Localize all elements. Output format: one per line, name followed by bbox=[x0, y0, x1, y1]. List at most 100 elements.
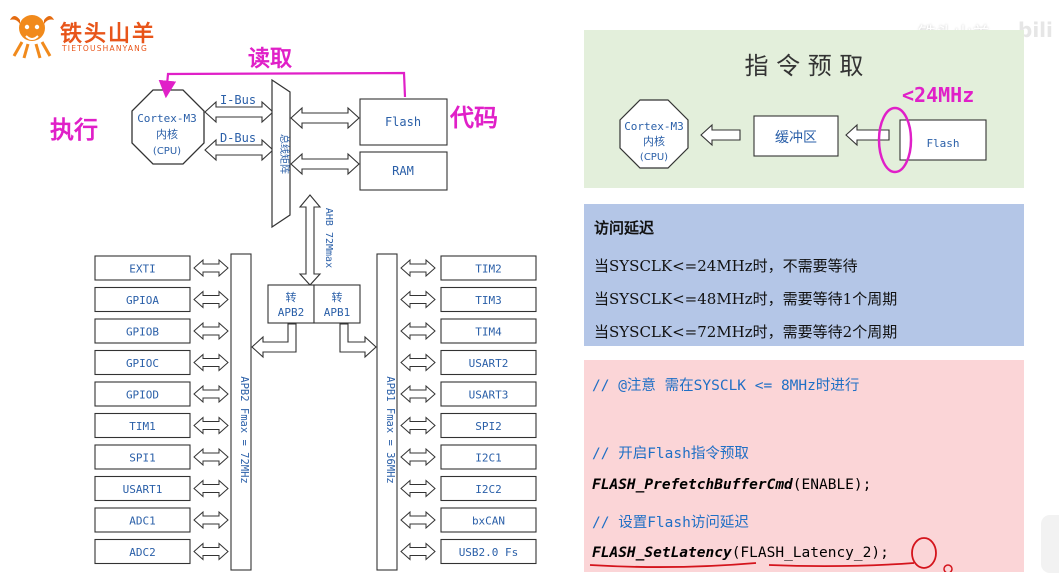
apb2-peripheral-list: EXTIGPIOAGPIOBGPIOCGPIODTIM1SPI1USART1AD… bbox=[94, 255, 229, 565]
apb1-peripheral-label: USB2.0 Fs bbox=[459, 546, 519, 559]
apb2-peripheral-bus-arrow bbox=[193, 510, 229, 530]
apb1-peripheral-bus-arrow bbox=[400, 479, 436, 498]
apb1-peripheral-bus-arrow bbox=[400, 447, 436, 467]
apb2-peripheral-bus-arrow bbox=[193, 447, 229, 467]
buffer-label: 缓冲区 bbox=[775, 130, 817, 146]
apb1-peripheral-bus-arrow bbox=[400, 290, 436, 309]
apb2-peripheral-label: GPIOD bbox=[126, 389, 159, 402]
code-args-1: (ENABLE); bbox=[792, 477, 872, 493]
apb1-peripheral-list: TIM2TIM3TIM4USART2USART3SPI2I2C1I2C2bxCA… bbox=[400, 255, 537, 565]
apb1-peripheral-bus-arrow bbox=[400, 321, 436, 341]
bridge-apb1-block bbox=[313, 284, 361, 324]
code-function-2: FLASH_SetLatency bbox=[592, 545, 732, 561]
apb1-peripheral-bus-arrow bbox=[400, 510, 436, 530]
logo: 铁头山羊 TIETOUSHANYANG bbox=[8, 10, 168, 60]
latency-line-2: 当SYSCLK<=48MHz时，需要等待1个周期 bbox=[594, 290, 898, 308]
latency-line-3: 当SYSCLK<=72MHz时，需要等待2个周期 bbox=[594, 323, 898, 341]
apb1-bus bbox=[376, 253, 398, 571]
latency-value-circle-annotation bbox=[911, 537, 937, 569]
apb1-peripheral-label: TIM3 bbox=[475, 294, 502, 307]
prefetch-annotation: <24MHz bbox=[902, 83, 974, 107]
read-annotation-arrow bbox=[158, 71, 407, 99]
apb2-peripheral-label: ADC2 bbox=[129, 546, 156, 559]
matrix-flash-arrow bbox=[290, 106, 360, 130]
apb1-peripheral-bus-arrow bbox=[400, 542, 436, 561]
apb2-peripheral-label: USART1 bbox=[123, 483, 163, 496]
cpu-label-2: 内核 bbox=[156, 127, 178, 141]
apb1-peripheral-label: TIM4 bbox=[475, 326, 502, 339]
apb2-peripheral-block bbox=[94, 444, 191, 470]
prefetch-cpu-label-1: Cortex-M3 bbox=[624, 120, 684, 133]
apb2-bus bbox=[230, 253, 252, 571]
apb2-peripheral-block bbox=[94, 475, 191, 502]
apb2-peripheral-label: GPIOC bbox=[126, 357, 159, 370]
apb2-peripheral-block bbox=[94, 318, 191, 344]
underline-function-annotation bbox=[589, 562, 757, 568]
apb1-peripheral-block bbox=[440, 255, 537, 281]
logo-text: 铁头山羊 bbox=[60, 22, 157, 47]
flash-to-buffer-arrow bbox=[845, 123, 890, 147]
apb1-peripheral-label: USART2 bbox=[469, 357, 509, 370]
apb2-peripheral-bus-arrow bbox=[193, 542, 229, 561]
bridge-apb2-arrow bbox=[251, 323, 297, 359]
apb2-peripheral-bus-arrow bbox=[193, 479, 229, 498]
bus-matrix bbox=[271, 78, 291, 229]
apb1-peripheral-block bbox=[440, 475, 537, 502]
prefetch-cpu: Cortex-M3 内核 (CPU) bbox=[619, 99, 689, 169]
logo-pinyin: TIETOUSHANYANG bbox=[62, 44, 148, 53]
code-function-1: FLASH_PrefetchBufferCmd bbox=[592, 477, 793, 493]
apb1-peripheral-block bbox=[440, 412, 537, 439]
code-comment-3: // 设置Flash访问延迟 bbox=[592, 515, 749, 531]
ahb-label: AHB 72Mmax bbox=[323, 208, 334, 268]
prefetch-cpu-label-2: 内核 bbox=[643, 134, 665, 148]
code-ink-annotations bbox=[589, 537, 953, 572]
apb1-peripheral-block bbox=[440, 318, 537, 344]
dbus-label: D-Bus bbox=[220, 131, 256, 145]
apb2-peripheral-block bbox=[94, 507, 191, 533]
apb2-peripheral-block bbox=[94, 255, 191, 281]
cpu-core: Cortex-M3 内核 (CPU) bbox=[131, 89, 205, 165]
ram-block bbox=[359, 151, 448, 191]
apb2-peripheral-block bbox=[94, 381, 191, 407]
code-line-1: FLASH_PrefetchBufferCmd(ENABLE); bbox=[592, 477, 871, 493]
flash-block bbox=[359, 98, 448, 146]
apb2-peripheral-label: GPIOA bbox=[126, 294, 159, 307]
apb2-peripheral-bus-arrow bbox=[193, 384, 229, 404]
apb1-peripheral-label: bxCAN bbox=[472, 515, 505, 528]
apb2-peripheral-bus-arrow bbox=[193, 353, 229, 372]
apb1-peripheral-bus-arrow bbox=[400, 384, 436, 404]
cursor-dot-icon bbox=[943, 564, 953, 572]
latency-line-1: 当SYSCLK<=24MHz时，不需要等待 bbox=[594, 257, 858, 275]
code-panel: // @注意 需在SYSCLK <= 8MHz时进行 // 开启Flash指令预… bbox=[584, 360, 1024, 572]
apb2-peripheral-bus-arrow bbox=[193, 258, 229, 278]
apb1-peripheral-label: TIM2 bbox=[475, 263, 502, 276]
apb1-peripheral-block bbox=[440, 538, 537, 565]
bus-matrix-label: 总线矩阵 bbox=[278, 134, 291, 174]
matrix-ram-arrow bbox=[290, 152, 360, 176]
prefetch-flash-label: Flash bbox=[926, 137, 959, 150]
code-comment-2: // 开启Flash指令预取 bbox=[592, 446, 749, 462]
apb1-peripheral-block bbox=[440, 444, 537, 470]
flash-label: Flash bbox=[385, 115, 421, 129]
cpu-label-1: Cortex-M3 bbox=[137, 112, 197, 125]
apb1-peripheral-block bbox=[440, 286, 537, 313]
ahb-arrow bbox=[298, 194, 322, 286]
cpu-label-3: (CPU) bbox=[153, 146, 181, 157]
latency-title: 访问延迟 bbox=[594, 219, 655, 237]
prefetch-flash-block bbox=[899, 119, 987, 161]
apb2-peripheral-block bbox=[94, 349, 191, 376]
ram-label: RAM bbox=[392, 164, 414, 178]
apb1-peripheral-block bbox=[440, 507, 537, 533]
bridge-apb2-label-2: APB2 bbox=[278, 306, 305, 319]
apb1-peripheral-label: USART3 bbox=[469, 389, 509, 402]
buffer-to-cpu-arrow bbox=[700, 123, 741, 147]
bridge-apb1-arrow bbox=[339, 323, 377, 359]
goat-logo-icon bbox=[10, 15, 54, 59]
apb2-peripheral-label: TIM1 bbox=[129, 420, 156, 433]
annotation-read: 读取 bbox=[248, 47, 292, 72]
side-scroll-handle[interactable] bbox=[1041, 515, 1059, 573]
apb2-peripheral-label: ADC1 bbox=[129, 515, 156, 528]
apb1-bus-label: APB1 Fmax = 36MHz bbox=[384, 376, 396, 483]
apb1-peripheral-block bbox=[440, 381, 537, 407]
bridge-apb1-label-1: 转 bbox=[332, 290, 343, 304]
